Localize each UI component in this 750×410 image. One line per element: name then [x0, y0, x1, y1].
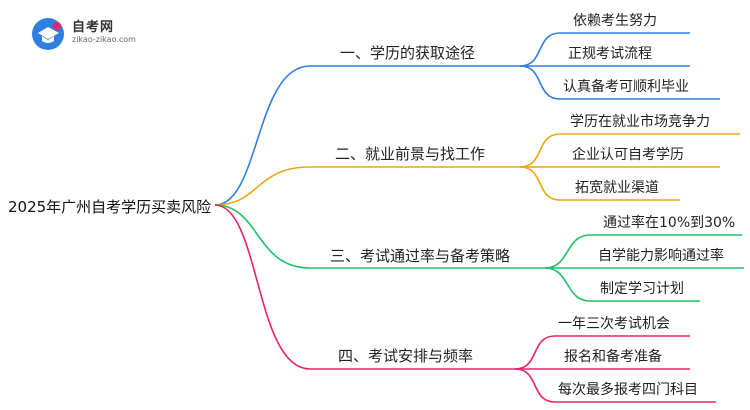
root-to-branch-1-curve [214, 65, 311, 206]
branch-3-leaf-1: 通过率在10%到30% [603, 215, 736, 231]
root-to-branch-4-curve [214, 204, 311, 370]
mindmap-root-topic: 2025年广州自考学历买卖风险 [8, 198, 212, 216]
branch-1-connectors [214, 32, 720, 206]
branch-3-connectors [214, 204, 744, 302]
branch-2-connectors [214, 133, 740, 206]
branch-2-label: 二、就业前景与找工作 [335, 145, 486, 163]
branch-4-leaf-2: 报名和备考准备 [564, 349, 662, 365]
branch-1-leaf-1: 依赖考生努力 [573, 13, 657, 29]
logo-site-name: 自考网 [72, 20, 115, 35]
branch-3-leaf-3: 制定学习计划 [600, 281, 684, 297]
branch-3-label: 三、考试通过率与备考策略 [330, 247, 511, 265]
branch-4-label: 四、考试安排与频率 [338, 347, 474, 365]
branch-2-leaf-1-curve [519, 133, 740, 168]
branch-4-leaf-3-curve [514, 368, 716, 403]
branch-4-connectors [214, 204, 716, 403]
logo-site-url: zikao-zikao.com [72, 35, 136, 44]
site-logo[interactable]: 自考网 zikao-zikao.com [30, 14, 150, 54]
branch-2-leaf-2: 企业认可自考学历 [572, 147, 684, 163]
branch-4-leaf-1-curve [514, 335, 690, 370]
branch-3-leaf-3-curve [544, 267, 700, 302]
branch-4-leaf-3: 每次最多报考四门科目 [558, 382, 698, 398]
branch-1-leaf-1-curve [519, 32, 690, 67]
branch-2-leaf-3-curve [519, 166, 680, 201]
graduation-cap-logo-icon [32, 18, 64, 50]
branch-1-leaf-3-curve [519, 65, 720, 100]
branch-1-leaf-3: 认真备考可顺利毕业 [563, 79, 689, 95]
branch-1-leaf-2: 正规考试流程 [568, 46, 652, 62]
branch-1-label: 一、学历的获取途径 [340, 44, 476, 62]
branch-2-leaf-1: 学历在就业市场竞争力 [570, 114, 710, 130]
branch-3-leaf-1-curve [544, 234, 742, 269]
root-to-branch-2-curve [214, 166, 311, 206]
branch-2-leaf-3: 拓宽就业渠道 [575, 180, 659, 196]
root-to-branch-3-curve [214, 204, 311, 269]
branch-4-leaf-1: 一年三次考试机会 [558, 316, 670, 332]
branch-3-leaf-2: 自学能力影响通过率 [598, 248, 724, 264]
